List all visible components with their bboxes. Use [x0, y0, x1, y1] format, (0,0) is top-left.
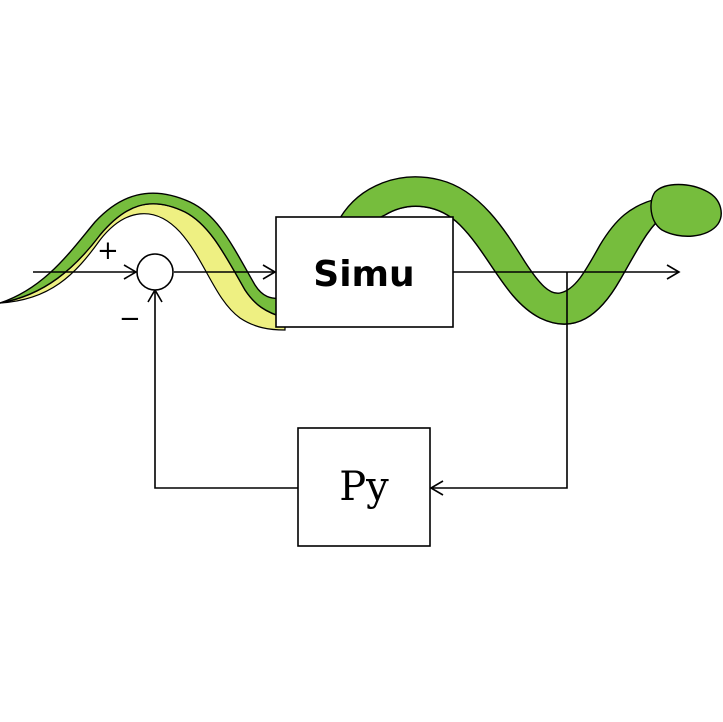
summing-junction: + − — [97, 236, 174, 334]
junction-to-simu-arrow-head — [262, 264, 277, 280]
python-snake-logo — [0, 176, 722, 331]
snake-head — [650, 183, 722, 237]
plus-sign: + — [97, 236, 119, 266]
feedback-into-py-arrow-head — [429, 480, 444, 496]
input-arrow-head — [123, 264, 138, 280]
simu-block-box — [275, 216, 454, 328]
summing-junction-circle — [136, 253, 174, 291]
simu-block: Simu — [275, 216, 454, 328]
py-block: Py — [297, 427, 431, 547]
py-block-label: Py — [339, 464, 389, 510]
output-arrow-head — [666, 264, 681, 280]
minus-sign: − — [119, 304, 141, 334]
signal-wires — [33, 264, 681, 496]
feedback-branch-line — [432, 272, 568, 489]
py-to-junction-line — [154, 292, 298, 489]
simu-block-label: Simu — [313, 254, 414, 295]
py-block-box — [297, 427, 431, 547]
